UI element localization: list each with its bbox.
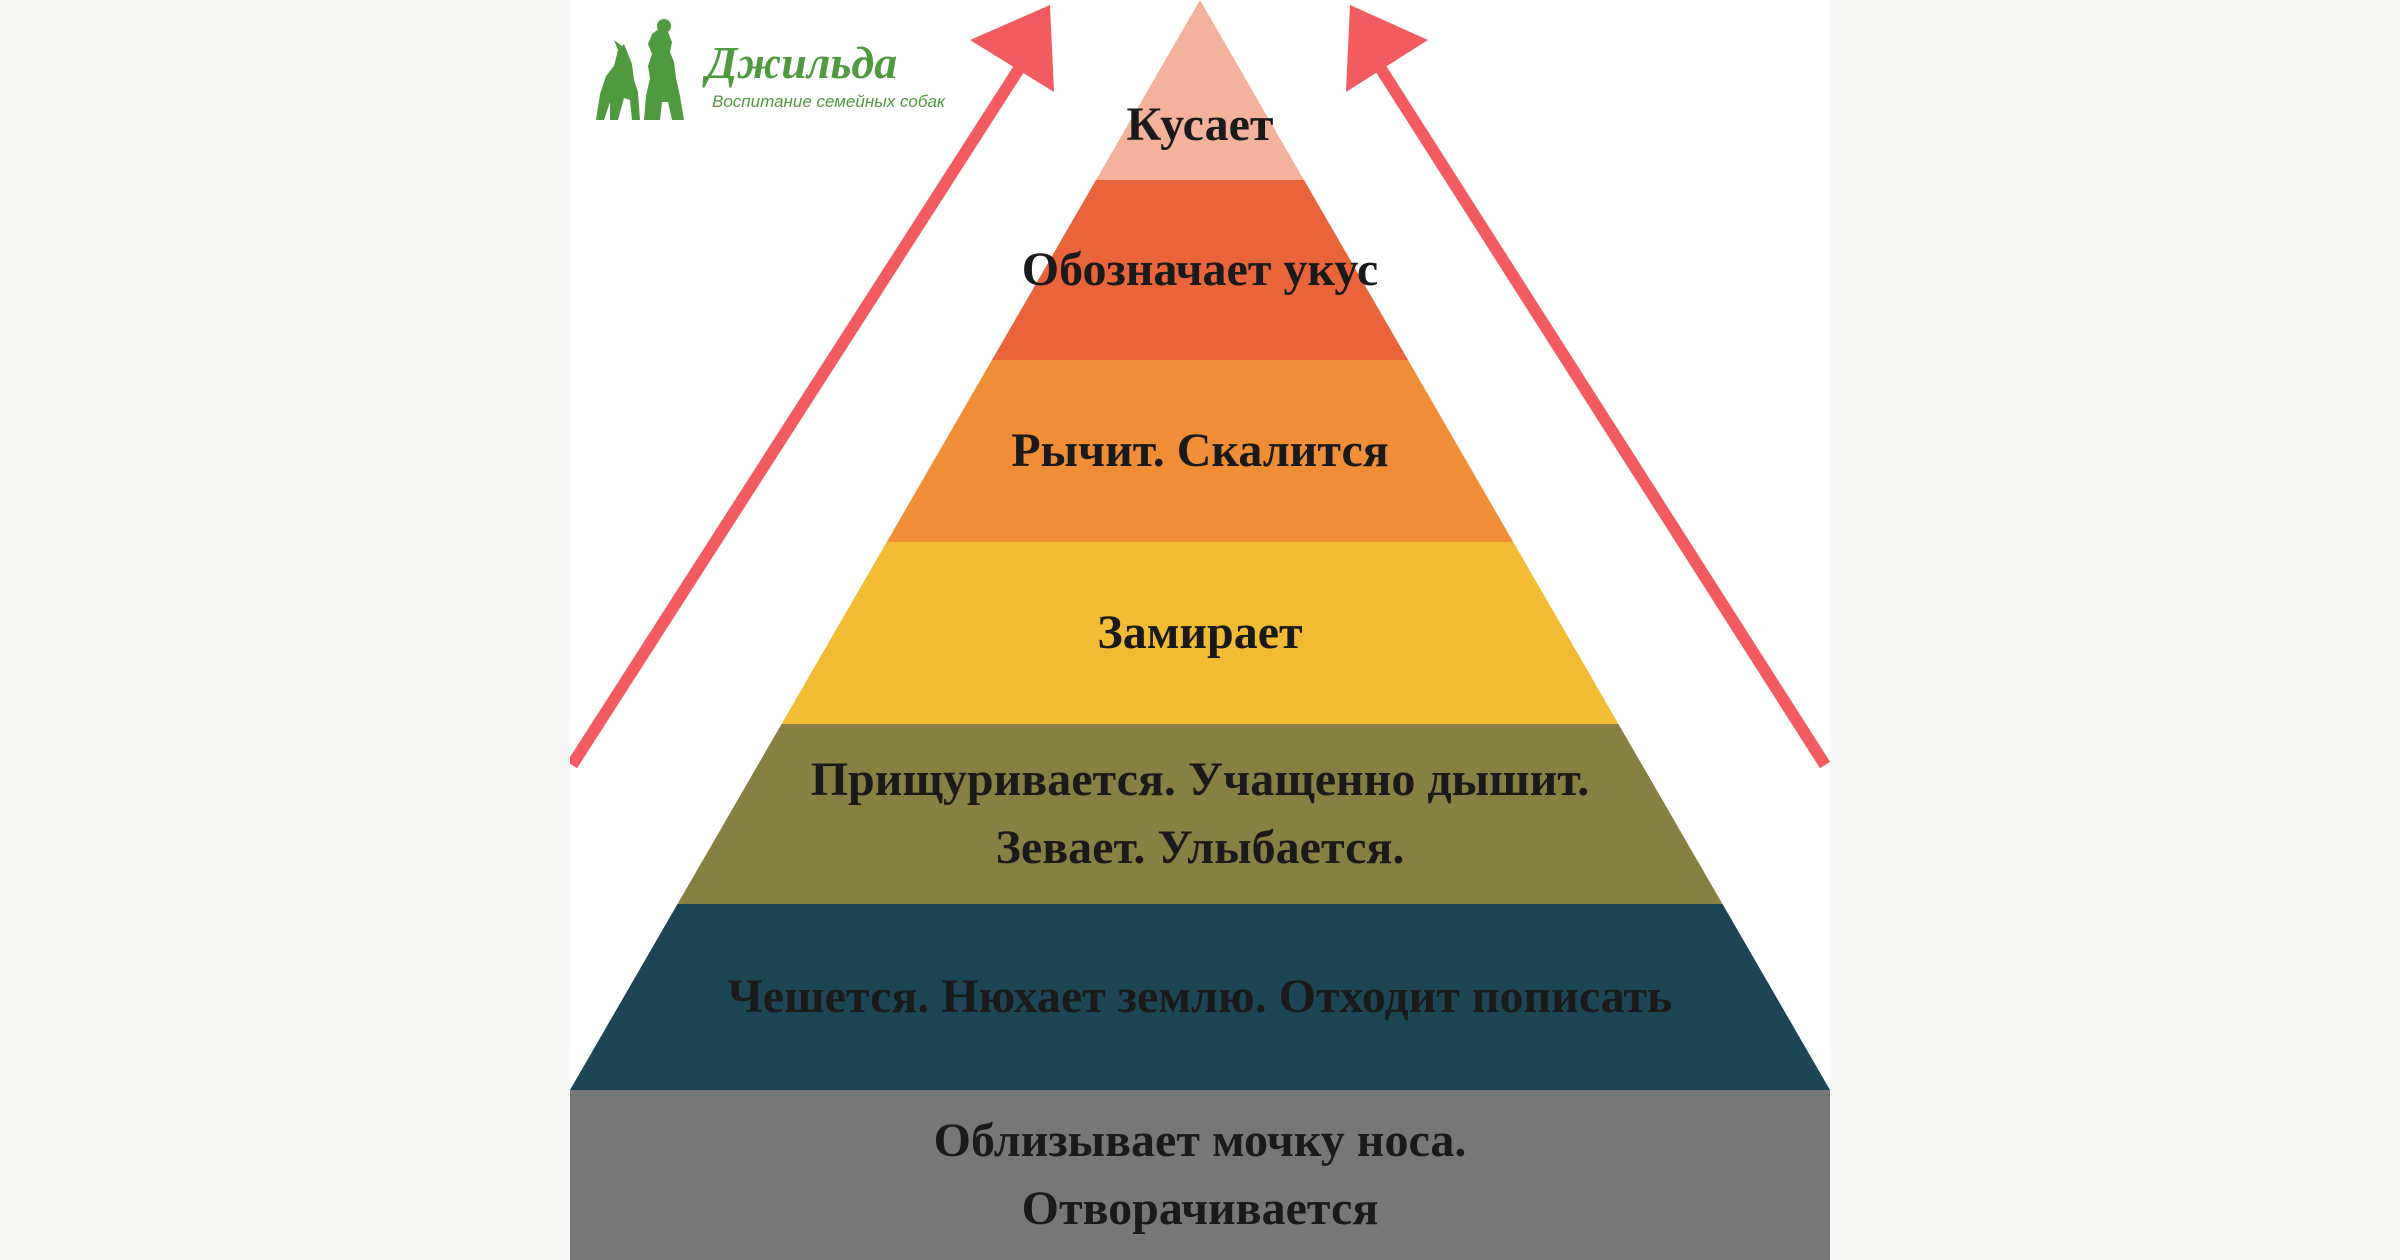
left-upward-arrow bbox=[570, 32, 1046, 769]
pyramid-level-5 bbox=[677, 724, 1723, 904]
pyramid-level-7 bbox=[570, 1090, 1830, 1260]
left-arrowhead-icon bbox=[970, 5, 1054, 92]
logo-title: Джильда bbox=[706, 37, 898, 88]
right-arrowhead-icon bbox=[1346, 5, 1428, 92]
pyramid-level-4 bbox=[781, 542, 1619, 724]
pyramid-level-2 bbox=[991, 180, 1409, 360]
brand-logo: Джильда Воспитание семейных собак bbox=[588, 14, 945, 134]
pyramid-level-3 bbox=[886, 360, 1514, 542]
dog-and-girl-logo-icon bbox=[596, 19, 684, 120]
logo-subtitle: Воспитание семейных собак bbox=[712, 92, 945, 111]
right-upward-arrow bbox=[1354, 32, 1830, 769]
pyramid-diagram bbox=[570, 0, 1830, 1260]
pyramid-level-6 bbox=[570, 904, 1830, 1090]
pyramid-level-1 bbox=[1095, 0, 1305, 180]
